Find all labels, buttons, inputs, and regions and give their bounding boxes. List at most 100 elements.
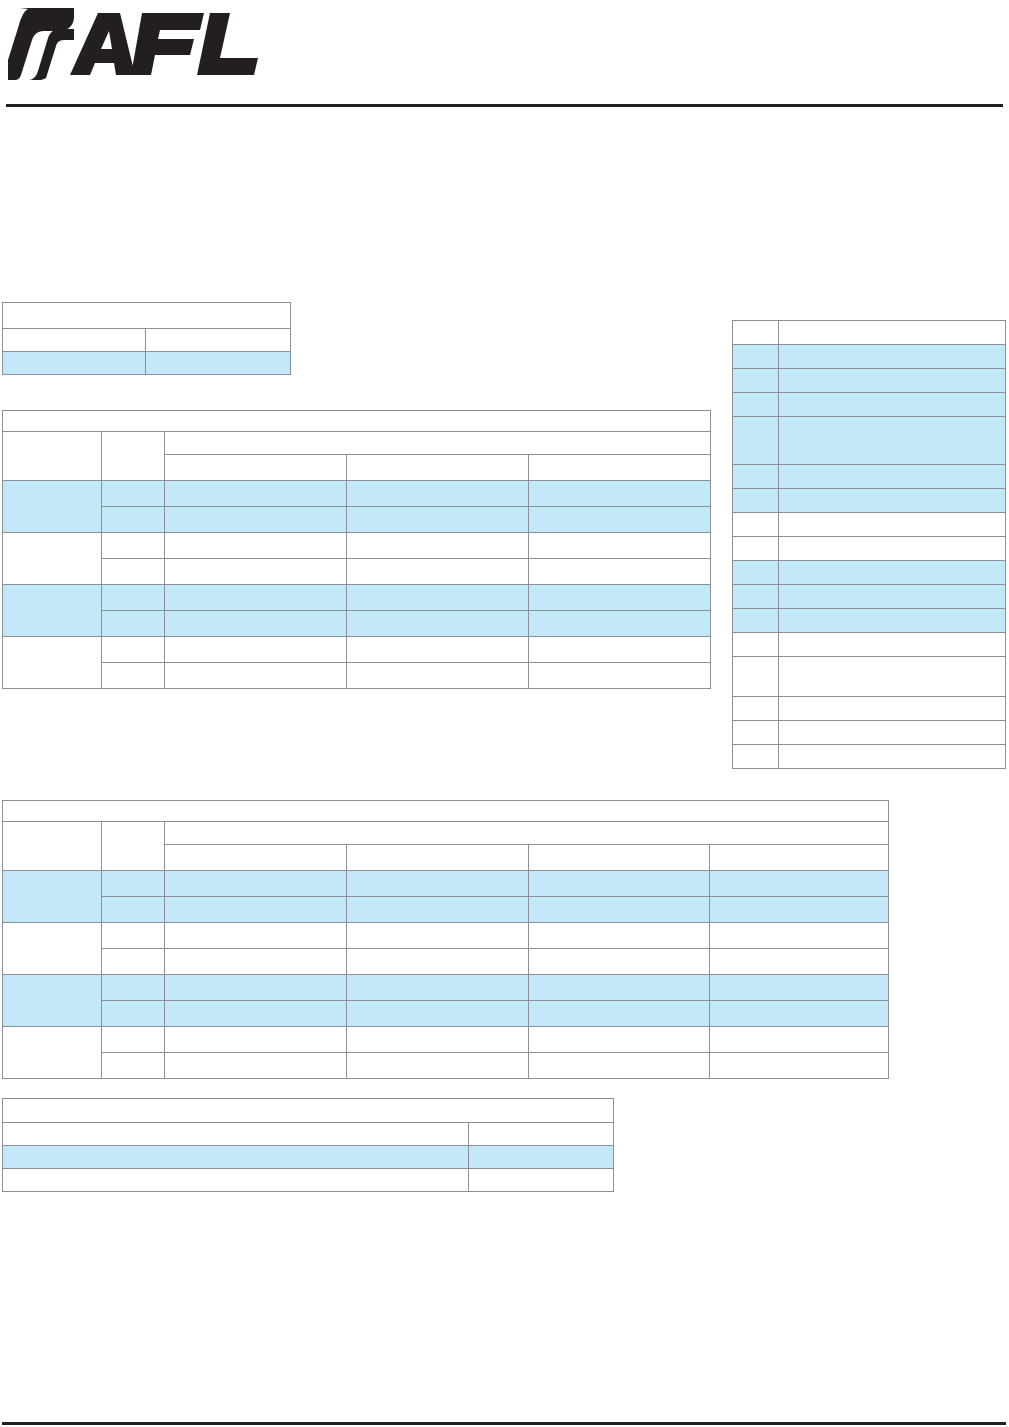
table-cell (346, 1000, 529, 1027)
table-row (732, 416, 1006, 465)
table-cell (164, 532, 347, 559)
table-row (2, 328, 291, 352)
table-cell (2, 870, 102, 923)
table-cell (778, 416, 1006, 465)
table-cell (732, 512, 779, 537)
table-cell (468, 1122, 614, 1146)
table-subheader-cell (346, 844, 529, 871)
table-header-cell (145, 328, 291, 352)
table-row (3, 948, 890, 975)
table-cell (101, 532, 165, 559)
specification-table-a (1, 410, 712, 689)
table-cell (164, 896, 347, 923)
table-cell (101, 636, 165, 663)
table-cell (164, 1000, 347, 1027)
table-row (1, 410, 712, 432)
table-cell (2, 974, 102, 1027)
table-cell (778, 696, 1006, 721)
table-subheader-cell (527, 454, 712, 481)
table-cell (778, 320, 1006, 345)
table-cell (346, 974, 529, 1001)
table-row (2, 1026, 890, 1079)
table-cell (778, 512, 1006, 537)
table-group-header-cell (163, 431, 712, 455)
table-cell (101, 870, 165, 897)
table-row (2, 821, 890, 871)
table-row (2, 870, 890, 923)
table-cell (164, 558, 347, 585)
table-row (3, 558, 712, 585)
table-cell (527, 480, 712, 507)
table-row (732, 320, 1006, 345)
table-header-cell (101, 821, 165, 871)
table-cell (732, 632, 779, 657)
table-cell (164, 506, 347, 533)
table-cell (164, 948, 347, 975)
table-title-cell (1, 410, 712, 432)
header-divider-rule (6, 104, 1003, 107)
table-cell (778, 720, 1006, 745)
table-cell (778, 392, 1006, 417)
table-cell (101, 662, 165, 689)
table-cell (527, 506, 712, 533)
table-cell (528, 1052, 710, 1079)
table-cell (346, 896, 529, 923)
table-cell (101, 922, 165, 949)
table-cell (2, 532, 102, 585)
table-subheader-cell (708, 844, 890, 871)
table-cell (164, 974, 347, 1001)
table-cell (101, 480, 165, 507)
table-row (732, 608, 1006, 633)
table-cell (2, 1168, 469, 1192)
table-cell (346, 870, 529, 897)
table-row (2, 636, 712, 689)
table-cell (732, 696, 779, 721)
table-cell (528, 870, 710, 897)
table-cell (732, 368, 779, 393)
table-row (732, 632, 1006, 657)
table-cell (2, 351, 146, 375)
table-title-cell (1, 800, 890, 822)
table-cell (778, 560, 1006, 585)
table-cell (732, 320, 779, 345)
table-row (3, 610, 712, 637)
table-cell (732, 392, 779, 417)
table-row (732, 344, 1006, 369)
table-cell (101, 610, 165, 637)
table-cell (528, 948, 710, 975)
table-cell (528, 1000, 710, 1027)
table-cell (732, 720, 779, 745)
table-cell (164, 1052, 347, 1079)
table-cell (346, 662, 529, 689)
table-cell (101, 1000, 165, 1027)
table-row (2, 351, 291, 375)
table-header-cell (101, 431, 165, 481)
table-cell (708, 896, 890, 923)
table-row (732, 488, 1006, 513)
table-row (3, 844, 890, 871)
table-row (732, 368, 1006, 393)
table-cell (346, 922, 529, 949)
table-cell (2, 584, 102, 637)
table-cell (732, 416, 779, 465)
table-row (732, 584, 1006, 609)
table-row (732, 560, 1006, 585)
table-cell (778, 464, 1006, 489)
table-cell (346, 1052, 529, 1079)
table-cell (468, 1145, 614, 1169)
table-row (2, 1122, 614, 1146)
table-cell (346, 610, 529, 637)
table-row (732, 744, 1006, 769)
table-cell (101, 896, 165, 923)
table-cell (2, 1122, 469, 1146)
table-cell (2, 1145, 469, 1169)
table-row (732, 720, 1006, 745)
table-cell (527, 662, 712, 689)
table-cell (732, 744, 779, 769)
table-row (2, 480, 712, 533)
table-row (3, 662, 712, 689)
table-row (3, 506, 712, 533)
table-cell (2, 480, 102, 533)
table-row (1, 800, 890, 822)
table-cell (778, 584, 1006, 609)
